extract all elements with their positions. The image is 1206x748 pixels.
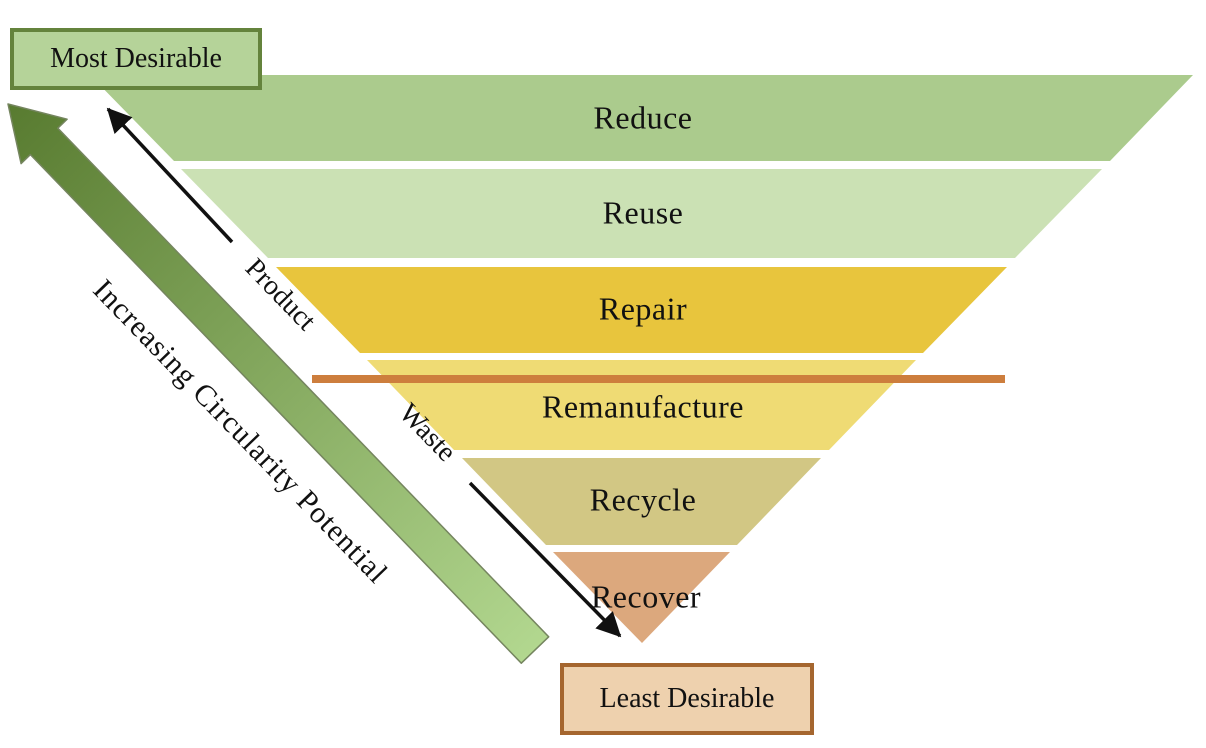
level-repair-label: Repair	[598, 290, 688, 327]
level-remanufacture-label: Remanufacture	[542, 388, 744, 425]
least-desirable-badge: Least Desirable	[560, 663, 814, 735]
level-recycle-label: Recycle	[589, 481, 697, 518]
least-desirable-label: Least Desirable	[599, 683, 775, 714]
product-waste-divider-line	[312, 375, 1005, 383]
most-desirable-badge: Most Desirable	[10, 28, 262, 90]
level-reuse-label: Reuse	[602, 194, 684, 231]
most-desirable-label: Most Desirable	[50, 43, 222, 74]
level-recover-label: Recover	[590, 578, 702, 615]
level-reduce-label: Reduce	[593, 99, 693, 136]
